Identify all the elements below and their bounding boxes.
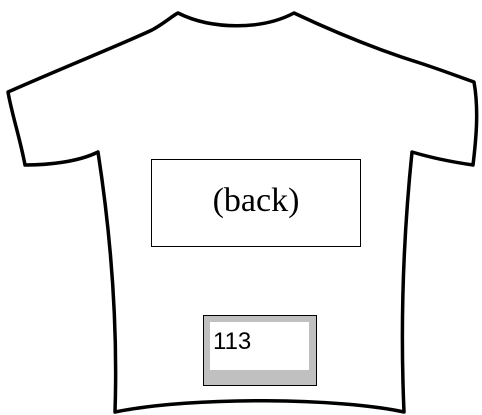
back-label-box: (back) [151, 159, 361, 247]
back-label-text: (back) [213, 184, 300, 218]
jersey-number-input[interactable]: 113 [210, 322, 309, 370]
jersey-number-frame: 113 [203, 315, 317, 386]
